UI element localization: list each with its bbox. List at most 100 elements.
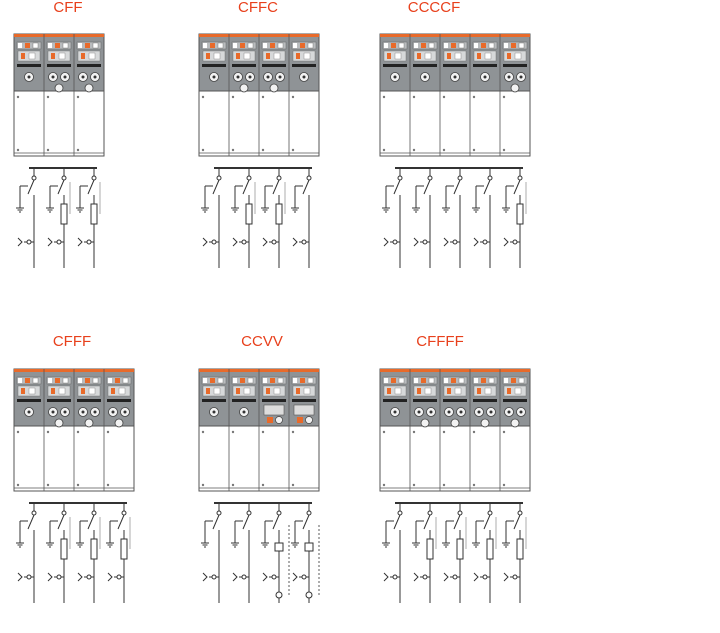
door-screw bbox=[502, 483, 506, 487]
socket-core bbox=[81, 75, 85, 79]
mimic-box bbox=[273, 52, 281, 60]
load-break-switch bbox=[423, 179, 431, 195]
mimic-switch bbox=[206, 53, 210, 59]
door-screw bbox=[201, 483, 205, 487]
operating-socket bbox=[305, 416, 313, 424]
terminal-strip bbox=[413, 64, 437, 67]
mimic-box bbox=[118, 387, 126, 395]
indicator-window bbox=[474, 43, 478, 48]
indicator-window bbox=[277, 377, 284, 384]
mimic-box bbox=[88, 387, 96, 395]
status-lamp bbox=[300, 378, 305, 383]
door-screw bbox=[442, 430, 446, 434]
door-screw bbox=[472, 95, 476, 99]
mimic-box bbox=[243, 387, 251, 395]
socket-core bbox=[519, 410, 523, 414]
indicator-window bbox=[504, 378, 508, 383]
mimic-switch bbox=[21, 53, 25, 59]
mimic-switch bbox=[266, 53, 270, 59]
load-break-switch bbox=[117, 514, 125, 530]
contact-point bbox=[306, 510, 312, 516]
contact-point bbox=[457, 175, 463, 181]
operating-socket bbox=[114, 418, 124, 428]
cable-terminal bbox=[232, 572, 238, 582]
indicator-window bbox=[414, 43, 418, 48]
breaker-lamp bbox=[267, 417, 273, 423]
terminal-strip bbox=[503, 64, 527, 67]
indicator-window bbox=[263, 43, 267, 48]
mimic-box bbox=[28, 52, 36, 60]
configuration-group-cffc: CFFC bbox=[198, 0, 320, 268]
indicator-window bbox=[458, 377, 465, 384]
cabinet-top-band bbox=[380, 34, 530, 37]
indicator-window bbox=[414, 378, 418, 383]
indicator-window bbox=[307, 42, 314, 49]
cable-terminal bbox=[503, 572, 509, 582]
voltage-indicator bbox=[512, 239, 518, 245]
cable-terminal bbox=[473, 237, 479, 247]
status-lamp bbox=[300, 43, 305, 48]
socket-core bbox=[111, 410, 115, 414]
door-screw bbox=[382, 483, 386, 487]
current-transformer bbox=[275, 591, 283, 599]
cable-terminal bbox=[473, 572, 479, 582]
cable-terminal bbox=[107, 572, 113, 582]
socket-core bbox=[489, 410, 493, 414]
door-screw bbox=[442, 148, 446, 152]
cable-terminal bbox=[77, 572, 83, 582]
load-break-switch bbox=[272, 179, 280, 195]
mimic-box bbox=[484, 387, 492, 395]
fuse-symbol bbox=[90, 203, 98, 225]
contact-point bbox=[31, 510, 37, 516]
status-lamp bbox=[55, 378, 60, 383]
voltage-indicator bbox=[116, 574, 122, 580]
contact-point bbox=[276, 175, 282, 181]
terminal-strip bbox=[383, 64, 407, 67]
terminal-strip bbox=[17, 399, 41, 402]
cable-terminal bbox=[413, 572, 419, 582]
voltage-indicator bbox=[422, 574, 428, 580]
contact-point bbox=[121, 510, 127, 516]
indicator-window bbox=[474, 378, 478, 383]
voltage-indicator bbox=[56, 574, 62, 580]
door-screw bbox=[201, 95, 205, 99]
voltage-indicator bbox=[392, 574, 398, 580]
socket-core bbox=[212, 410, 216, 414]
voltage-indicator bbox=[271, 239, 277, 245]
mimic-switch bbox=[447, 388, 451, 394]
load-break-switch bbox=[453, 514, 461, 530]
mimic-box bbox=[454, 52, 462, 60]
indicator-window bbox=[122, 377, 129, 384]
indicator-window bbox=[92, 377, 99, 384]
status-lamp bbox=[240, 378, 245, 383]
terminal-strip bbox=[503, 399, 527, 402]
contact-point bbox=[397, 175, 403, 181]
status-lamp bbox=[391, 378, 396, 383]
fuse-symbol bbox=[516, 538, 524, 560]
contact-point bbox=[397, 510, 403, 516]
indicator-window bbox=[18, 43, 22, 48]
socket-core bbox=[393, 75, 397, 79]
socket-core bbox=[453, 75, 457, 79]
cable-terminal bbox=[383, 572, 389, 582]
indicator-window bbox=[48, 378, 52, 383]
socket-core bbox=[519, 75, 523, 79]
socket-core bbox=[447, 410, 451, 414]
fuse-symbol bbox=[516, 203, 524, 225]
contact-point bbox=[216, 510, 222, 516]
terminal-strip bbox=[473, 399, 497, 402]
status-lamp bbox=[85, 378, 90, 383]
indicator-window bbox=[293, 43, 297, 48]
configuration-title: CFF bbox=[53, 0, 82, 16]
door-screw bbox=[106, 430, 110, 434]
socket-core bbox=[266, 75, 270, 79]
terminal-strip bbox=[232, 64, 256, 67]
terminal-strip bbox=[47, 399, 71, 402]
mimic-switch bbox=[236, 53, 240, 59]
door-screw bbox=[46, 148, 50, 152]
indicator-window bbox=[48, 43, 52, 48]
terminal-strip bbox=[292, 399, 316, 402]
door-screw bbox=[412, 430, 416, 434]
contact-point bbox=[216, 175, 222, 181]
contact-point bbox=[91, 510, 97, 516]
